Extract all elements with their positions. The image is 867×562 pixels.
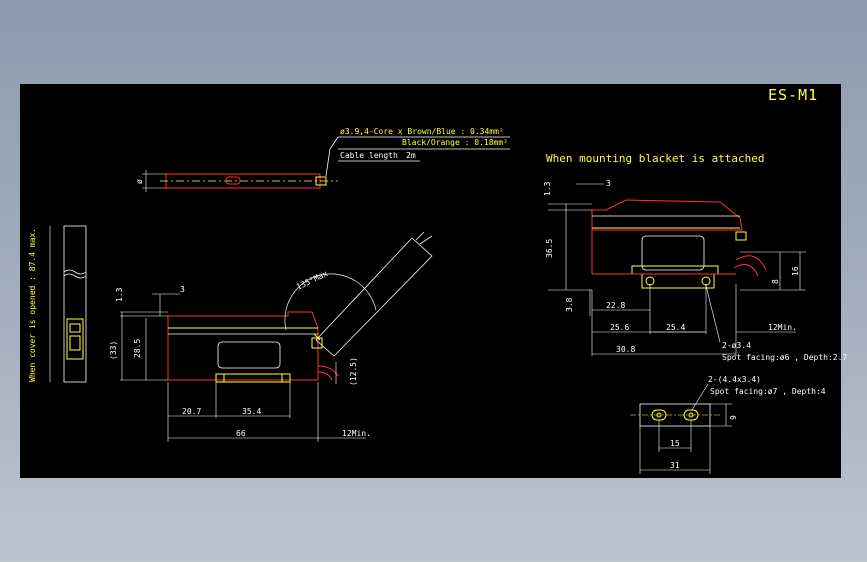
bottom-view: 2-(4.4x3.4) Spot facing:ø7 , Depth:4 9 1… (630, 375, 826, 474)
cable-spec-line2: Black/Orange : 0.18mm² (402, 138, 508, 147)
cable-spec-block: ø3.9,4-Core x Brown/Blue : 0.34mm² Black… (325, 127, 510, 177)
main-dim-12-5: (12.5) (349, 357, 358, 386)
cable-spec-line1: ø3.9,4-Core x Brown/Blue : 0.34mm² (340, 127, 504, 136)
main-angle-label: 135°Max (295, 269, 329, 292)
bottom-dim-31: 31 (670, 461, 680, 470)
main-dim-66: 66 (236, 429, 246, 438)
cable-diameter-label: ø (135, 179, 144, 184)
bracket-dim-22-8: 22.8 (606, 301, 625, 310)
bracket-dim-3-8: 3.8 (565, 297, 574, 312)
bracket-dim-30-8: 30.8 (616, 345, 635, 354)
bracket-view: 1.3 3 36.5 3.8 8 16 22.8 25.6 25.4 30.8 … (543, 179, 847, 362)
bracket-dim-8: 8 (771, 279, 780, 284)
main-dim-20-7: 20.7 (182, 407, 201, 416)
cable-length-label: Cable length (340, 151, 398, 160)
main-dim-35-4: 35.4 (242, 407, 261, 416)
side-view: When cover is opened : 87.4 max. (28, 225, 87, 383)
bracket-hole-note: 2-ø3.4 (722, 341, 751, 350)
main-dim-3: 3 (180, 285, 185, 294)
bracket-dim-1-3: 1.3 (543, 181, 552, 196)
mounting-note: When mounting blacket is attached (546, 152, 765, 165)
cover-open-note: When cover is opened : 87.4 max. (28, 228, 37, 382)
main-dim-33: (33) (109, 341, 118, 360)
bracket-dim-16: 16 (791, 266, 800, 276)
bracket-dim-12min: 12Min. (768, 323, 797, 332)
bracket-dim-25-4: 25.4 (666, 323, 685, 332)
bracket-dim-25-6: 25.6 (610, 323, 629, 332)
bottom-dim-15: 15 (670, 439, 680, 448)
cable-drawing: ø (135, 170, 338, 192)
cable-length-value: 2m (406, 151, 416, 160)
technical-drawing: ES-M1 When mounting blacket is attached … (28, 86, 847, 474)
bottom-hole-note: 2-(4.4x3.4) (708, 375, 761, 384)
main-dim-12min: 12Min. (342, 429, 371, 438)
drawing-title: ES-M1 (768, 86, 818, 104)
main-dim-28-5: 28.5 (133, 339, 142, 358)
cad-drawing-canvas: ES-M1 When mounting blacket is attached … (20, 84, 847, 478)
bottom-spot-facing: Spot facing:ø7 , Depth:4 (710, 387, 826, 396)
bracket-dim-3: 3 (606, 179, 611, 188)
main-view: 135°Max 1.3 3 (33) 28.5 (12.5) 20.7 35.4… (109, 231, 433, 442)
bottom-dim-9: 9 (729, 415, 738, 420)
bracket-spot-facing: Spot facing:ø6 , Depth:2.7 (722, 353, 847, 362)
bracket-dim-36-5: 36.5 (545, 239, 554, 258)
main-dim-1-3: 1.3 (115, 287, 124, 302)
